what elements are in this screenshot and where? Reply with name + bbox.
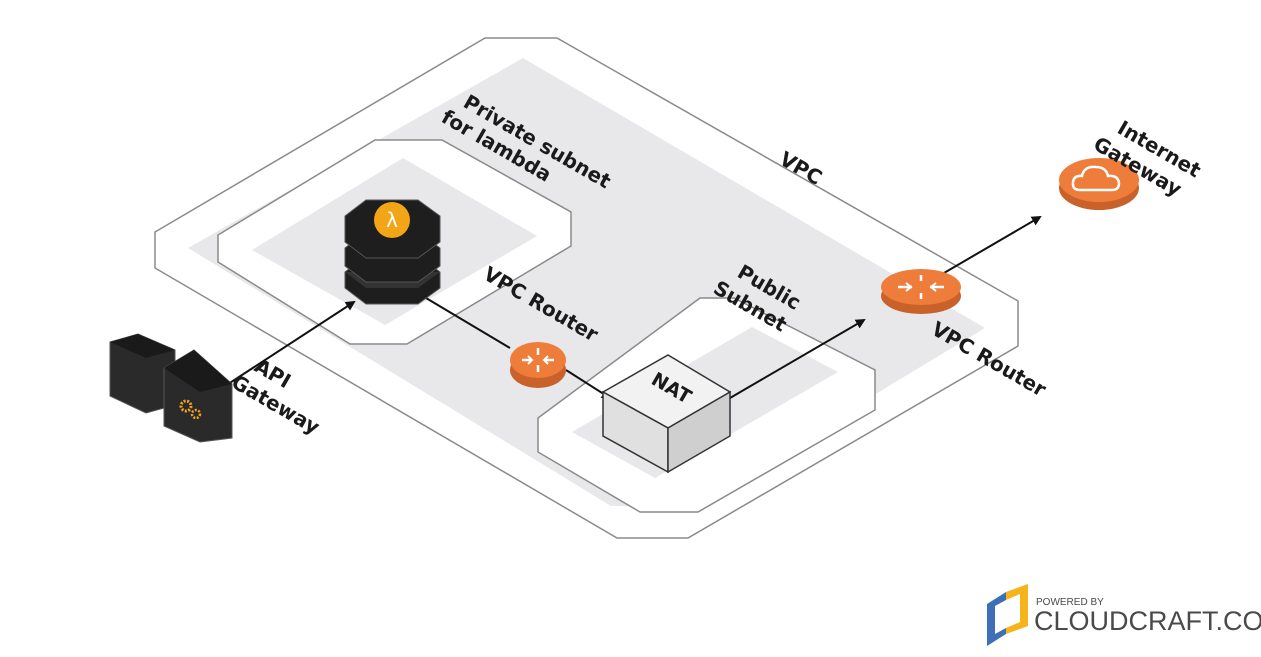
router-icon-left[interactable] — [510, 342, 566, 388]
cloudcraft-logo-icon — [987, 584, 1028, 646]
nat-instance-icon[interactable] — [601, 354, 732, 474]
arrow-lambda-to-router — [425, 297, 511, 349]
router-icon-right[interactable] — [881, 269, 961, 314]
arrow-apigw-to-lambda — [221, 300, 356, 389]
internet-gateway-cloud-icon[interactable] — [1059, 158, 1139, 210]
lambda-icon[interactable]: λ — [344, 199, 441, 305]
arrow-nat-to-router — [729, 318, 866, 399]
cloudcraft-brand-text: CLOUDCRAFT.CO — [1034, 606, 1261, 636]
powered-by-text: POWERED BY — [1036, 597, 1104, 608]
api-gateway-icon[interactable] — [109, 333, 233, 443]
svg-text:λ: λ — [386, 208, 398, 232]
gears-icon — [179, 399, 202, 420]
